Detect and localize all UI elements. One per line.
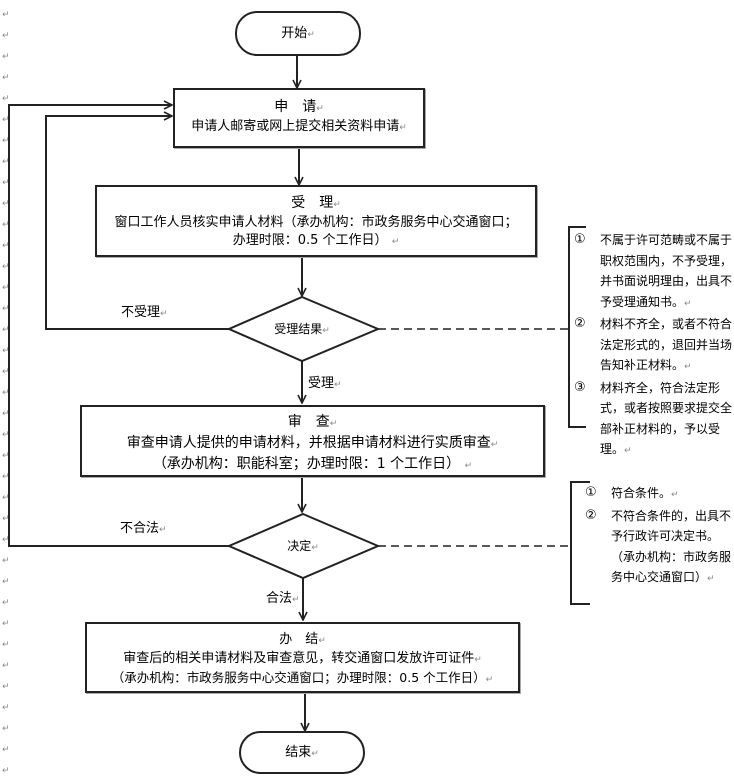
paragraph-mark: ↵: [2, 619, 10, 629]
paragraph-mark: ↵: [2, 577, 10, 587]
review-description-line-2: （承办机构：职能科室；办理时限：1 个工作日）: [152, 456, 461, 472]
paragraph-mark: ↵: [2, 283, 10, 293]
paragraph-mark: ↵: [2, 136, 10, 146]
paragraph-mark: ↵: [2, 661, 10, 671]
paragraph-mark: ↵: [2, 430, 10, 440]
paragraph-mark: ↵: [2, 31, 10, 41]
end-label: 结束: [285, 745, 312, 760]
decide-notes-bracket: [570, 481, 590, 605]
apply-description: 申请人邮寄或网上提交相关资料申请: [191, 119, 400, 134]
paragraph-mark: ↵: [2, 388, 10, 398]
accept-note-item: ③ 材料齐全，符合法定形式，或者按照要求提交全部补正材料的，予以受理。↵: [574, 379, 733, 457]
start-terminal: 开始↵: [235, 11, 361, 56]
accept-title: 受 理: [291, 195, 334, 211]
edge-label-illegal: 不合法↵: [120, 521, 167, 536]
accept-decision-label: 受理结果↵: [274, 322, 330, 336]
paragraph-mark: ↵: [2, 556, 10, 566]
start-label: 开始: [281, 26, 308, 41]
accept-box: 受 理↵ 窗口工作人员核实申请人材料（承办机构：市政务服务中心交通窗口； 办理时…: [95, 185, 537, 257]
finish-description-line-2: （承办机构：市政务服务中心交通窗口；办理时限：0.5 个工作日）: [111, 670, 486, 685]
paragraph-mark: ↵: [2, 640, 10, 650]
finish-title: 办 结: [279, 632, 319, 647]
accept-note-item: ② 材料不齐全，或者不符合法定形式的，退回并当场告知补正材料。↵: [574, 316, 733, 372]
paragraph-mark: ↵: [2, 52, 10, 62]
paragraph-mark: ↵: [2, 199, 10, 209]
paragraph-mark: ↵: [2, 703, 10, 713]
review-box: 审 查↵ 审查申请人提供的申请材料，并根据申请材料进行实质审查↵ （承办机构：职…: [80, 405, 545, 477]
paragraph-mark: ↵: [2, 346, 10, 356]
paragraph-mark: ↵: [2, 682, 10, 692]
paragraph-mark: ↵: [2, 766, 10, 776]
accept-description-line-2: 办理时限：0.5 个工作日）: [232, 233, 388, 248]
paragraph-mark: ↵: [2, 598, 10, 608]
paragraph-mark: ↵: [2, 10, 10, 20]
decide-note-item: ② 不符合条件的，出具不予行政许可决定书。（承办机构：市政务服务中心交通窗口）↵: [585, 507, 732, 585]
review-title: 审 查: [287, 414, 330, 430]
finish-box: 办 结↵ 审查后的相关申请材料及审查意见，转交通窗口发放许可证件↵ （承办机构：…: [85, 622, 520, 693]
paragraph-mark: ↵: [2, 409, 10, 419]
accept-notes: ① 不属于许可范畴或不属于职权范围内，不予受理，并书面说明理由，出具不予受理通知…: [572, 230, 732, 462]
paragraph-mark: ↵: [2, 94, 10, 104]
accept-note-item: ① 不属于许可范畴或不属于职权范围内，不予受理，并书面说明理由，出具不予受理通知…: [574, 232, 733, 309]
accept-description-line-1: 窗口工作人员核实申请人材料（承办机构：市政务服务中心交通窗口；: [114, 215, 518, 230]
review-description-line-1: 审查申请人提供的申请材料，并根据申请材料进行实质审查: [126, 435, 491, 451]
accept-notes-bracket: [568, 226, 586, 428]
paragraph-mark: ↵: [2, 451, 10, 461]
paragraph-mark: ↵: [2, 514, 10, 524]
apply-title: 申 请: [274, 99, 317, 115]
paragraph-mark: ↵: [2, 493, 10, 503]
finish-description-line-1: 审查后的相关申请材料及审查意见，转交通窗口发放许可证件: [123, 651, 475, 666]
decide-note-item: ① 符合条件。↵: [585, 485, 679, 500]
end-terminal: 结束↵: [239, 731, 365, 774]
edge-label-legal: 合法↵: [266, 591, 300, 606]
paragraph-mark: ↵: [2, 241, 10, 251]
paragraph-mark: ↵: [2, 178, 10, 188]
decide-notes: ① 符合条件。↵ ② 不符合条件的，出具不予行政许可决定书。（承办机构：市政务服…: [583, 483, 733, 590]
edge-label-accepted: 受理↵: [308, 376, 342, 391]
edge-label-not-accepted: 不受理↵: [121, 305, 168, 320]
paragraph-mark: ↵: [2, 325, 10, 335]
paragraph-mark: ↵: [2, 73, 10, 83]
paragraph-mark: ↵: [2, 115, 10, 125]
paragraph-mark: ↵: [2, 157, 10, 167]
paragraph-mark: ↵: [2, 220, 10, 230]
apply-box: 申 请↵ 申请人邮寄或网上提交相关资料申请↵: [173, 88, 425, 148]
paragraph-mark: ↵: [2, 535, 10, 545]
paragraph-mark: ↵: [2, 724, 10, 734]
paragraph-mark: ↵: [2, 472, 10, 482]
edge-illegal-loop: [8, 105, 229, 547]
paragraph-mark: ↵: [2, 262, 10, 272]
paragraph-mark: ↵: [2, 745, 10, 755]
paragraph-mark: ↵: [2, 304, 10, 314]
paragraph-mark: ↵: [2, 367, 10, 377]
decide-label: 决定↵: [287, 539, 319, 553]
edge-not-accepted-loop: [45, 116, 229, 330]
